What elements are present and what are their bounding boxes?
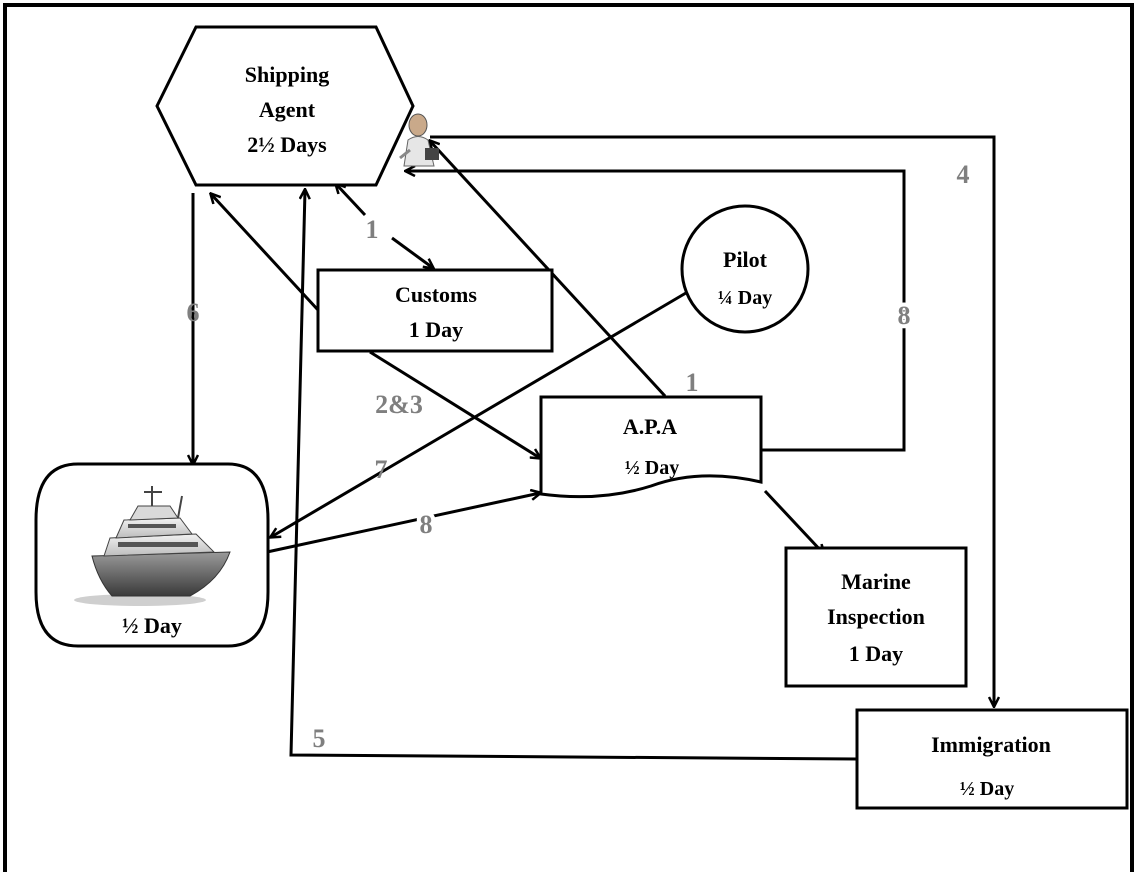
customs-line-2: 1 Day <box>409 317 463 342</box>
step-label-8-ship-apa: 8 <box>420 510 433 539</box>
arrow-ship-apa <box>267 493 540 552</box>
step-label-5: 5 <box>313 724 326 753</box>
step-label-6: 6 <box>187 298 200 327</box>
shipping-agent-line-3: 2½ Days <box>247 132 327 157</box>
step-label-1-agent-customs: 1 <box>366 215 379 244</box>
shipping-agent-line-1: Shipping <box>245 62 329 87</box>
marine-inspection-line-3: 1 Day <box>849 641 903 666</box>
pilot-line-2: ¼ Day <box>718 287 772 309</box>
marine-inspection-line-2: Inspection <box>827 604 925 629</box>
apa-line-1: A.P.A <box>623 414 677 439</box>
step-label-1-apa-agent: 1 <box>686 368 699 397</box>
arrow-agent-customs-b <box>392 238 433 268</box>
immigration-line-2: ½ Day <box>960 778 1014 800</box>
arrow-apa-marine <box>765 491 824 554</box>
shipping-agent-line-2: Agent <box>259 97 316 122</box>
customs-line-1: Customs <box>395 282 477 307</box>
step-label-4: 4 <box>957 160 970 189</box>
pilot-line-1: Pilot <box>723 247 768 272</box>
step-label-8-apa-agent: 8 <box>898 301 911 330</box>
step-label-7: 7 <box>375 455 388 484</box>
apa-line-2: ½ Day <box>625 457 679 479</box>
immigration-line-1: Immigration <box>931 732 1051 757</box>
apa-node <box>541 397 761 497</box>
ship-line-1: ½ Day <box>122 613 182 638</box>
step-label-2-3: 2&3 <box>375 390 423 419</box>
arrow-agent-customs <box>336 184 365 215</box>
marine-inspection-line-1: Marine <box>841 569 911 594</box>
